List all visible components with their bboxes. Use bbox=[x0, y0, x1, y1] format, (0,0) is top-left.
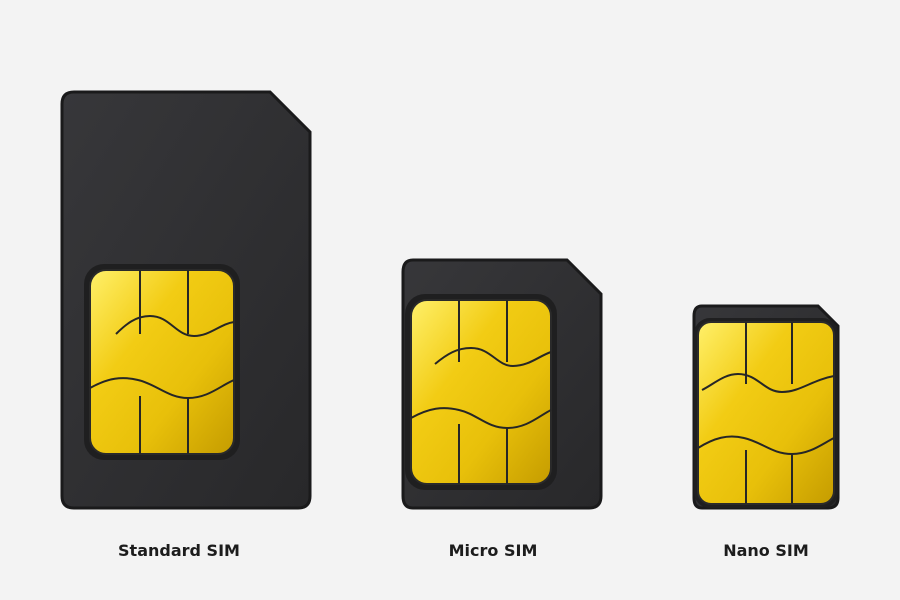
micro-sim-label: Micro SIM bbox=[448, 541, 538, 560]
nano-sim-graphic bbox=[692, 304, 840, 510]
standard-sim-card bbox=[60, 90, 312, 510]
micro-sim-card bbox=[401, 258, 603, 510]
micro-sim-chip bbox=[405, 294, 557, 490]
micro-sim-graphic bbox=[401, 258, 603, 510]
standard-sim-label: Standard SIM bbox=[118, 541, 240, 560]
nano-sim-card bbox=[692, 304, 840, 510]
standard-sim-chip bbox=[84, 264, 240, 460]
nano-sim-label: Nano SIM bbox=[723, 541, 809, 560]
standard-sim-graphic bbox=[60, 90, 312, 510]
nano-sim-chip bbox=[694, 318, 838, 508]
